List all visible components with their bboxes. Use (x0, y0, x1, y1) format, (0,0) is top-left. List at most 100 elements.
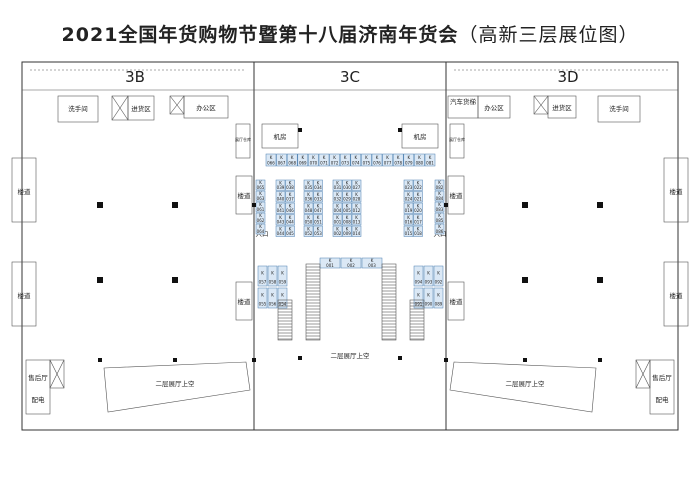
booth-prefix: K (317, 215, 320, 220)
booth-prefix: K (307, 180, 310, 185)
booth-prefix: K (346, 203, 349, 208)
room-machine-left: 机房 (274, 132, 287, 141)
booth-number: 084 (436, 196, 444, 201)
booth-box (413, 202, 423, 214)
column (597, 202, 603, 208)
booth-number: 058 (269, 280, 277, 285)
booth-number: 054 (279, 302, 287, 307)
booth-box (332, 214, 343, 226)
booth-prefix: K (355, 180, 358, 185)
booth-box (342, 225, 352, 237)
booth-prefix: K (407, 203, 410, 208)
booth-box (342, 202, 352, 214)
booth-prefix: K (417, 270, 420, 275)
booth-prefix: K (271, 292, 274, 297)
booth-box (403, 191, 414, 203)
booth-prefix: K (418, 155, 421, 160)
booth-number: 013 (353, 220, 361, 225)
booth-prefix: K (317, 180, 320, 185)
booth-box (403, 202, 414, 214)
booth-number: 091 (415, 302, 423, 307)
booth-box (257, 265, 268, 287)
booth-number: 061 (257, 207, 265, 212)
room-power-right: 配电 (656, 395, 670, 404)
room-warehouse-left: 展厅仓库 (235, 136, 251, 142)
booth-number: 076 (373, 161, 381, 166)
room-washroom-right: 洗手间 (609, 104, 629, 113)
column (252, 358, 256, 362)
booth-box (319, 257, 341, 269)
booth-number: 057 (259, 280, 267, 285)
booth-number: 055 (259, 302, 267, 307)
stairs-right-1: 楼道 (670, 187, 684, 196)
booth-number: 044 (277, 231, 285, 236)
booth-prefix: K (438, 180, 441, 185)
booth-box (285, 179, 295, 191)
hall-3d-top-rooms: 汽车货梯 办公区 进货区 洗手间 (447, 95, 641, 123)
escalators (277, 263, 425, 341)
booth-box (403, 153, 415, 167)
booth-prefix: K (261, 292, 264, 297)
title-main: 2021全国年货购物节暨第十八届济南年货会 (61, 24, 459, 46)
booth-prefix: K (279, 203, 282, 208)
booth-prefix: K (279, 215, 282, 220)
booth-prefix: K (271, 270, 274, 275)
booth-number: 063 (257, 196, 265, 201)
booth-prefix: K (333, 155, 336, 160)
booth-prefix: K (417, 215, 420, 220)
booth-prefix: K (371, 258, 374, 263)
booth-prefix: K (346, 215, 349, 220)
booth-box (361, 257, 383, 269)
booth-box (313, 202, 323, 214)
hall-3c-label: 3C (340, 68, 360, 86)
booth-prefix: K (417, 192, 420, 197)
column (97, 277, 103, 283)
booth-number: 029 (343, 197, 351, 202)
booth-number: 071 (320, 161, 328, 166)
booth-prefix: K (289, 192, 292, 197)
booth-number: 040 (277, 197, 285, 202)
booth-number: 033 (314, 197, 322, 202)
booth-number: 031 (334, 185, 342, 190)
booth-number: 078 (394, 161, 402, 166)
stairs-3c-left-1: 楼道 (238, 191, 252, 200)
booth-box (434, 212, 445, 224)
booth-prefix: K (281, 292, 284, 297)
booth-prefix: K (355, 215, 358, 220)
booth-number: 046 (286, 208, 294, 213)
booth-number: 083 (436, 207, 444, 212)
booth-prefix: K (259, 191, 262, 196)
column (172, 202, 178, 208)
booth-prefix: K (417, 226, 420, 231)
stairs-3c-right-1: 楼道 (450, 191, 464, 200)
building-outline (21, 61, 679, 431)
booth-number: 015 (405, 231, 413, 236)
booth-box (332, 191, 343, 203)
